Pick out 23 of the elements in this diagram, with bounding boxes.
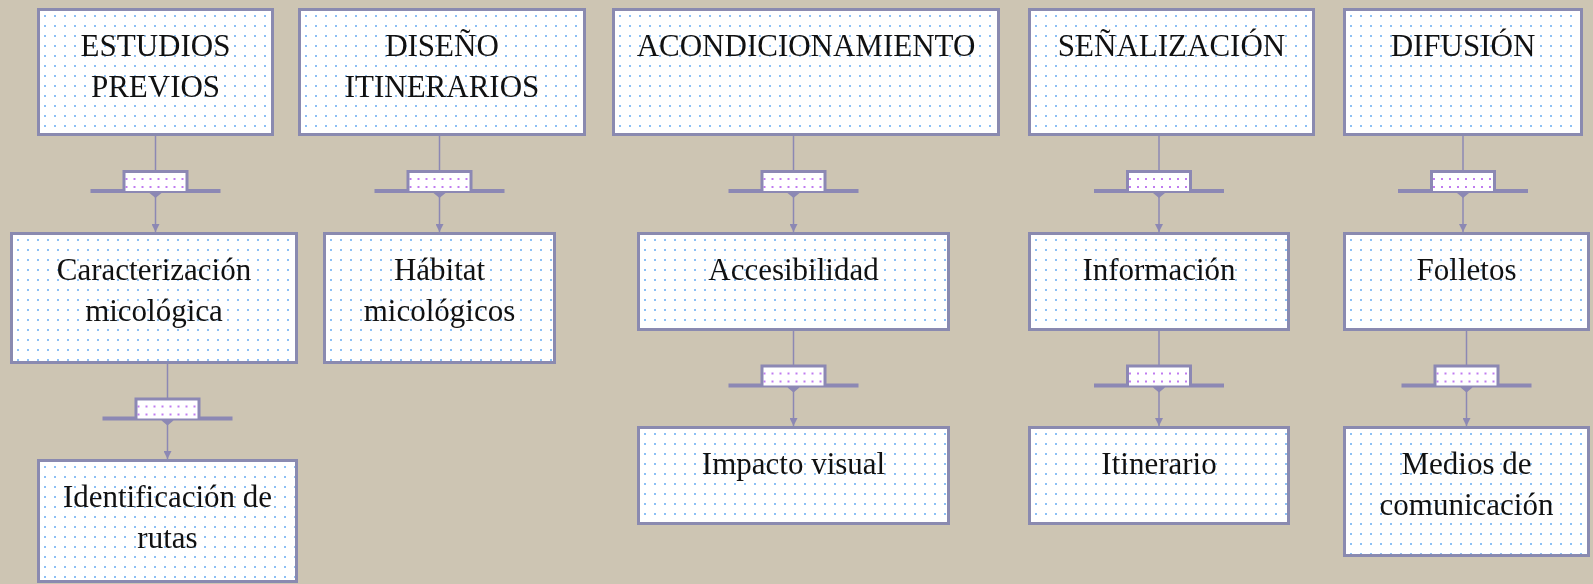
block-arrow: [90, 135, 221, 233]
block-arrow: [102, 363, 233, 460]
task-box: DISEÑO ITINERARIOS: [298, 8, 586, 136]
block-arrow: [728, 135, 859, 233]
task-box: Accesibilidad: [637, 232, 950, 331]
block-arrow: [1398, 135, 1528, 233]
block-arrow: [1401, 330, 1532, 427]
task-box: Itinerario: [1028, 426, 1290, 525]
task-box: ACONDICIONAMIENTO: [612, 8, 1000, 136]
task-box: Caracterización micológica: [10, 232, 298, 364]
task-box: Identificación de rutas: [37, 459, 298, 583]
task-box: Impacto visual: [637, 426, 950, 525]
task-box: ESTUDIOS PREVIOS: [37, 8, 274, 136]
task-box: Hábitat micológicos: [323, 232, 556, 364]
block-arrow: [728, 330, 859, 427]
block-arrow: [374, 135, 505, 233]
task-box: Medios de comunicación: [1343, 426, 1590, 557]
block-arrow: [1094, 135, 1224, 233]
task-box: Información: [1028, 232, 1290, 331]
task-box: SEÑALIZACIÓN: [1028, 8, 1315, 136]
block-arrow: [1094, 330, 1224, 427]
task-box: DIFUSIÓN: [1343, 8, 1583, 136]
task-box: Folletos: [1343, 232, 1590, 331]
